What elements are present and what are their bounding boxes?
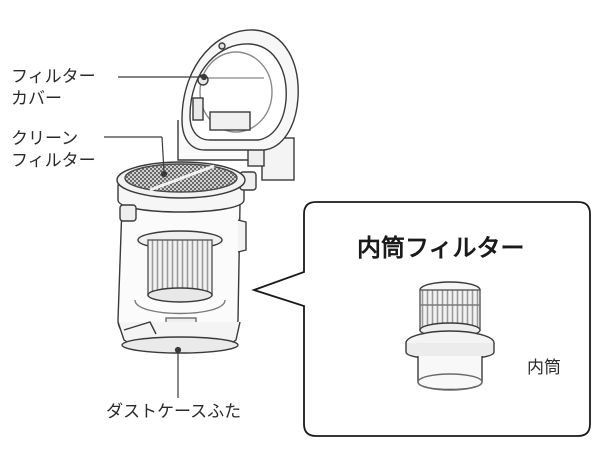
callout-title: 内筒フィルター xyxy=(357,234,525,262)
filter-cover-label-line1: フィルター xyxy=(11,67,96,87)
dust-case-body xyxy=(117,171,257,354)
clean-filter xyxy=(116,161,246,199)
filter-cover xyxy=(177,29,299,181)
filter-cover-label-line2: カバー xyxy=(11,89,62,109)
clean-filter-label-line2: フィルター xyxy=(11,151,96,171)
clean-filter-leader-dot xyxy=(160,170,168,178)
dust-case-lid-label: ダストケースふた xyxy=(106,402,242,422)
filter-cover-label: フィルター カバー xyxy=(11,66,96,110)
clean-filter-label-line1: クリーン xyxy=(11,129,79,149)
lid-leader-dot xyxy=(174,346,182,354)
cover-leader-dot xyxy=(200,73,208,81)
inner-tube-label: 内筒 xyxy=(527,358,561,378)
inner-tube-filter xyxy=(405,281,495,391)
clean-filter-label: クリーン フィルター xyxy=(11,128,96,172)
